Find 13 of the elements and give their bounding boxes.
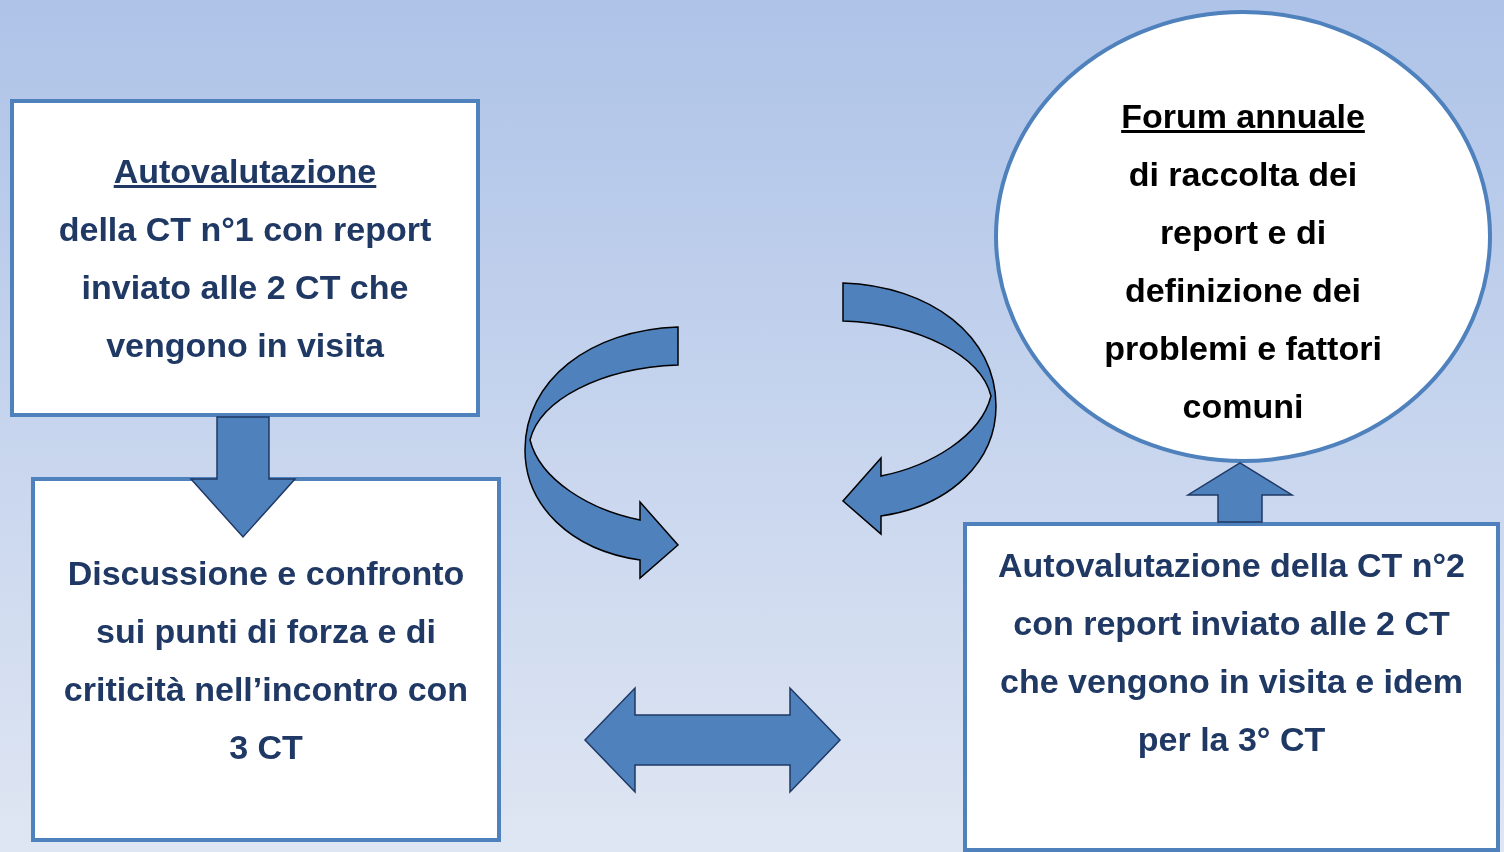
process-box	[963, 522, 1500, 852]
block-arrow	[189, 416, 297, 539]
heading-text: Autovalutazione	[113, 151, 377, 192]
process-box	[10, 99, 480, 417]
body-text: Autovalutazione della CT n°2 con report inviato alle 2 CT che vengono in visita e idem per la 3° CT	[997, 545, 1466, 760]
process-circle	[993, 9, 1493, 464]
process-box	[31, 477, 501, 842]
block-arrow	[583, 686, 842, 794]
heading-text: Forum annuale	[1121, 96, 1365, 137]
body-text: della CT n°1 con report inviato alle 2 CT che vengono in visita	[57, 209, 433, 366]
block-arrow	[1185, 462, 1295, 523]
body-text: Discussione e confronto sui punti di forza e di criticità nell’incontro con 3 CT	[62, 552, 470, 768]
body-text: di raccolta dei report e di definizione dei problemi e fattori comuni	[1103, 154, 1383, 427]
